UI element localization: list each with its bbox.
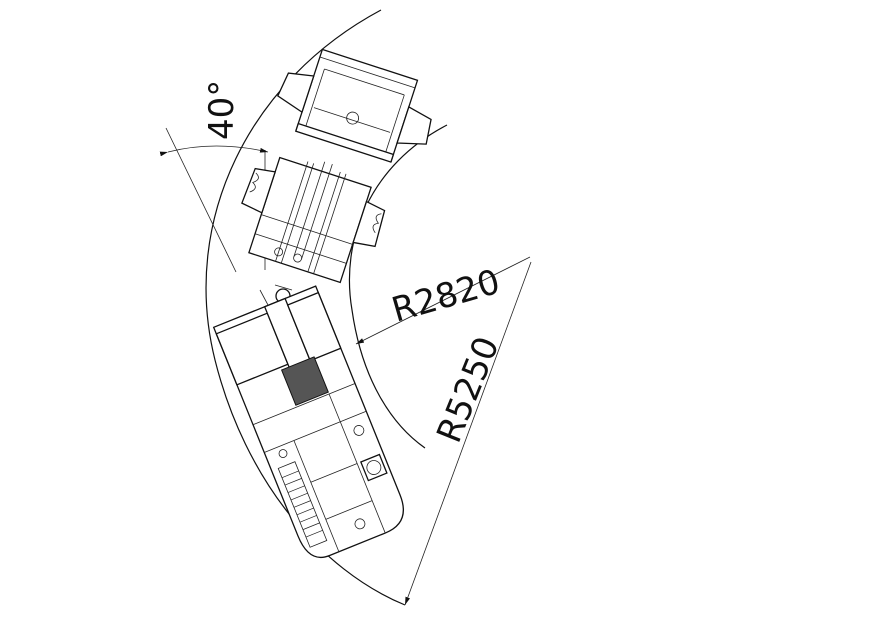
front-bucket <box>276 48 432 163</box>
inner-radius-dimension-line <box>355 256 531 345</box>
angle-arc <box>159 145 269 157</box>
inner-turning-arc <box>348 124 448 449</box>
outer-radius-label: R5250 <box>429 331 507 448</box>
front-frame <box>241 156 386 284</box>
outer-radius-dimension-line <box>404 261 532 606</box>
angle-line-left <box>165 127 237 273</box>
angle-label: 40° <box>202 80 242 140</box>
rear-body <box>212 285 404 559</box>
inner-radius-label: R2820 <box>387 262 504 331</box>
